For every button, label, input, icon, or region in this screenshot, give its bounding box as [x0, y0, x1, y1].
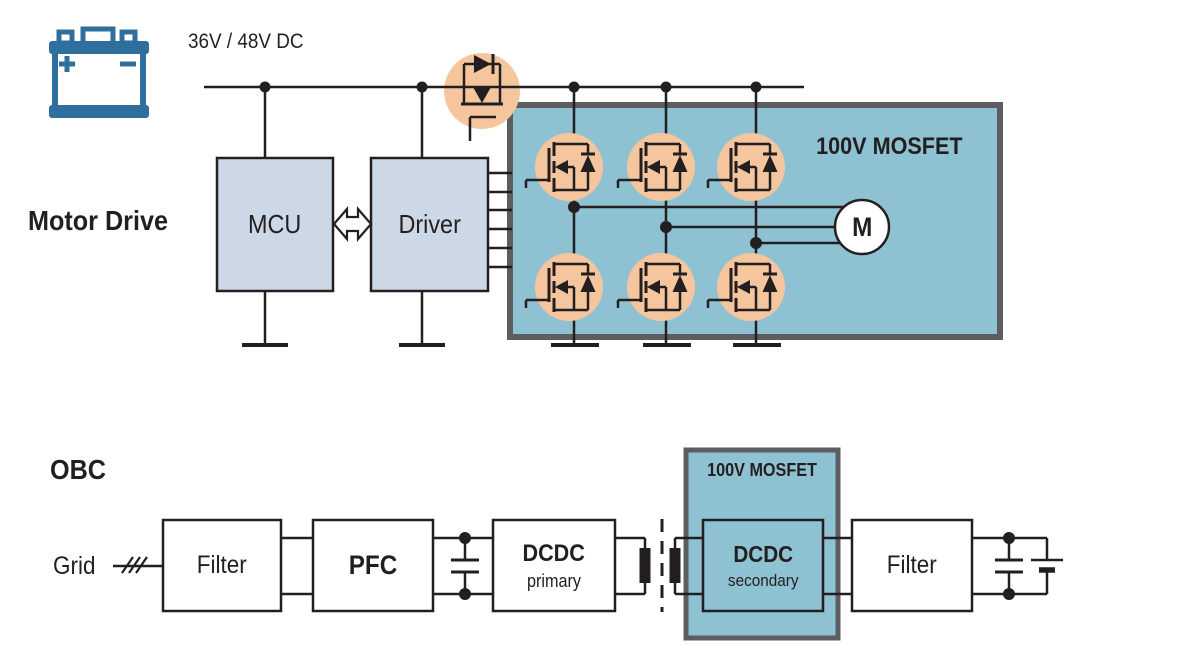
dcdc-secondary-box [701, 518, 825, 613]
junction-dots [259, 81, 762, 249]
protection-body-arrow [473, 87, 491, 103]
transformer-primary-winding [639, 548, 651, 583]
mcu-ground [242, 291, 288, 347]
driver-ground [399, 291, 445, 347]
dcdc-primary-label: DCDC primary [522, 539, 586, 591]
dcdc-secondary-label: DCDC secondary [727, 540, 799, 590]
motor-label: M [851, 211, 873, 242]
output-network [972, 536, 1063, 596]
obc-section-label: OBC [50, 454, 107, 485]
pfc-box [311, 518, 435, 613]
gate-signal-lines [488, 171, 512, 269]
dcdc-primary-box [491, 518, 617, 613]
filter-pfc-links [281, 536, 313, 596]
pfc-label: PFC [348, 550, 398, 580]
transformer-secondary-winding [669, 548, 681, 583]
output-filter-label: Filter [886, 551, 938, 579]
mcu-box [215, 156, 335, 293]
mosfet-box-label: 100V MOSFET [815, 133, 963, 160]
grid-label: Grid [53, 552, 96, 580]
reverse-protection-mosfet [461, 54, 503, 141]
mcu-label: MCU [248, 209, 302, 239]
secondary-links [673, 536, 703, 596]
motor-circle [833, 198, 891, 256]
bidirectional-arrow [332, 206, 373, 242]
dcdc-filter-links [823, 536, 852, 596]
driver-box [369, 156, 490, 293]
input-filter-label: Filter [196, 551, 248, 579]
grid-connector [113, 556, 163, 574]
dc-link-capacitor [433, 536, 493, 596]
battery-plus-sign [59, 56, 75, 72]
motor-drive-section-label: Motor Drive [28, 205, 169, 236]
output-capacitor-plates [995, 558, 1023, 574]
driver-label: Driver [398, 209, 461, 239]
transformer [615, 519, 681, 612]
bus-voltage-label: 36V / 48V DC [188, 30, 304, 53]
obc-mosfet-box-label: 100V MOSFET [707, 460, 817, 480]
battery-icon [49, 26, 149, 118]
input-filter-box [161, 518, 283, 613]
protection-diode [474, 55, 491, 73]
dc-bus [204, 85, 804, 158]
obc-junction-dots [459, 532, 1015, 600]
output-filter-box [850, 518, 974, 613]
protection-gate-lead [468, 115, 496, 141]
